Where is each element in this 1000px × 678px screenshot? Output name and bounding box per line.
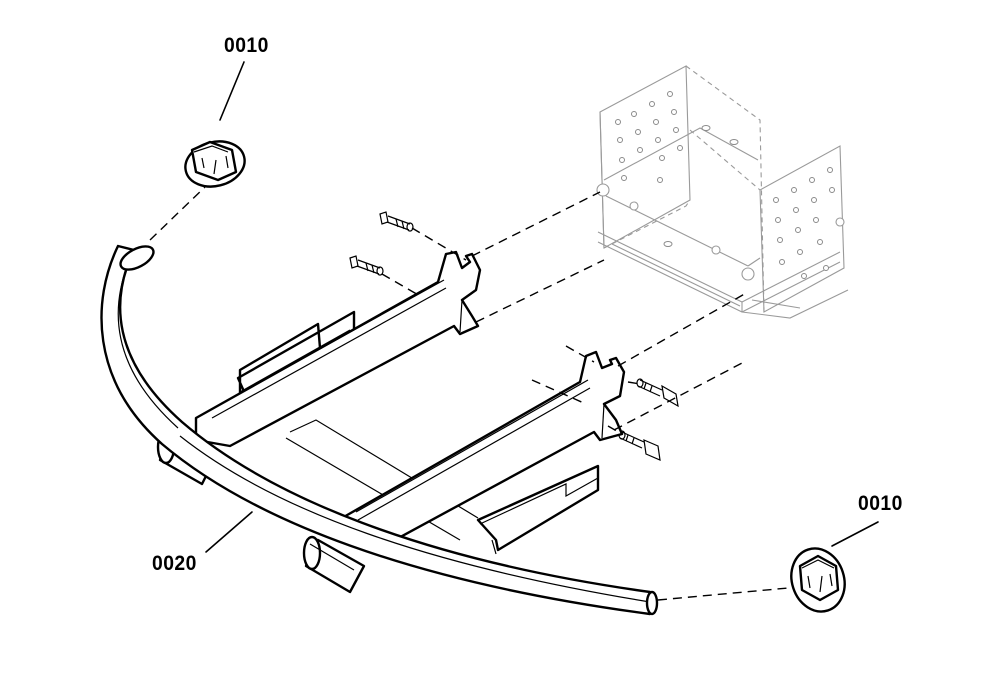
bolt-mid-left <box>349 255 384 276</box>
mounting-arm-left <box>194 250 482 448</box>
mounting-arm-right <box>340 350 626 550</box>
assembly-lines <box>149 185 789 601</box>
end-cap-right <box>790 547 846 613</box>
callout-0010-right: 0010 <box>858 492 903 515</box>
arm-tube-right <box>302 535 366 594</box>
skid-plate-right <box>476 464 600 555</box>
callout-0020-bumper: 0020 <box>152 552 197 575</box>
bolt-upper-right <box>636 378 679 408</box>
leader-line-bumper <box>205 511 253 553</box>
leader-line-right <box>831 521 879 547</box>
callout-0010-top-left: 0010 <box>224 34 269 57</box>
end-cap-top-left <box>184 140 246 188</box>
bolt-lower-right <box>618 430 661 461</box>
bumper-tube <box>100 244 659 616</box>
bolt-upper-left <box>379 211 414 232</box>
mounting-frame-ghost <box>596 65 849 319</box>
leader-line-top-left <box>219 61 245 121</box>
